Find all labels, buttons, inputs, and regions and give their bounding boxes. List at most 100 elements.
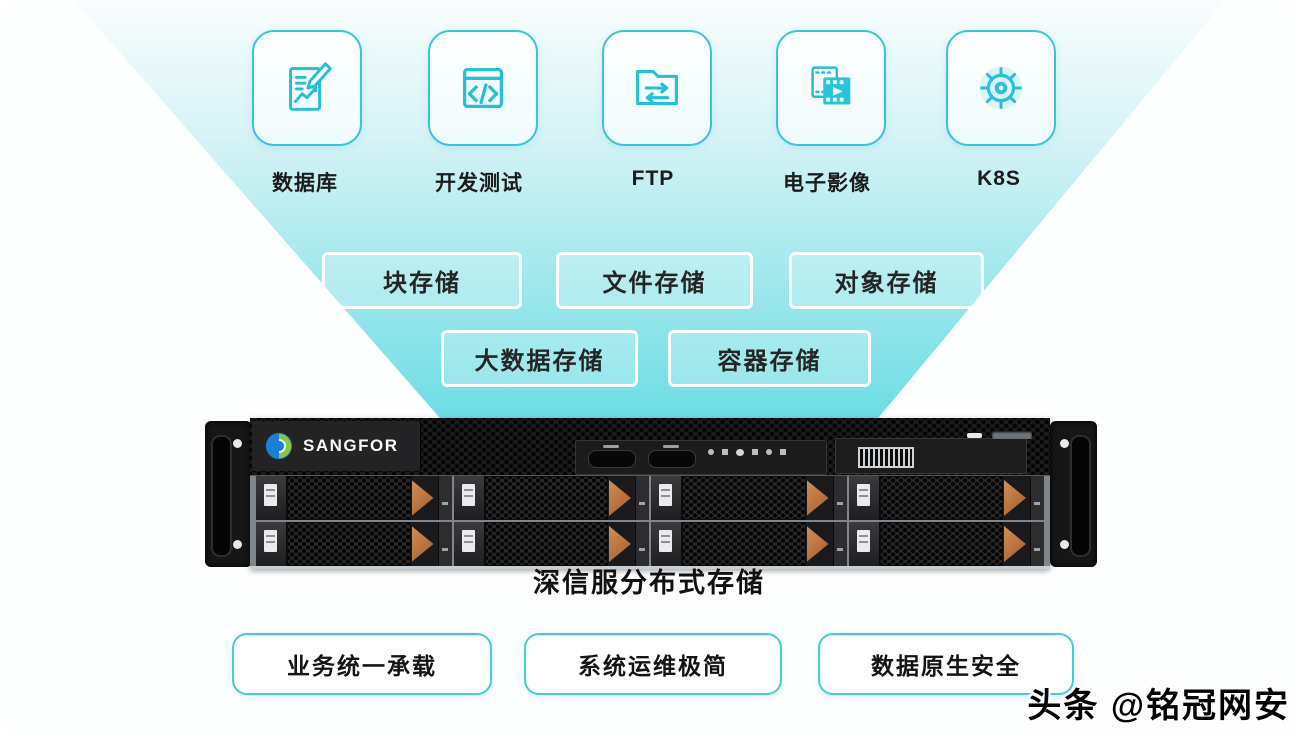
code-window-icon [462, 67, 504, 109]
led-indicator [736, 449, 744, 456]
storage-pill-object: 对象存储 [789, 252, 984, 309]
usb-port [588, 445, 636, 468]
drive-rail [651, 522, 682, 566]
drive-latch-wedge [410, 476, 438, 520]
drive-bay [848, 522, 1044, 566]
workload-card-k8s [946, 30, 1056, 146]
workload-label-database: 数据库 [272, 172, 338, 195]
drive-latch-wedge [1003, 522, 1030, 566]
screw-hole [1060, 439, 1069, 448]
drive-sticker [659, 530, 672, 552]
watermark-text: 头条 @铭冠网安 [1027, 687, 1290, 725]
front-io-panel [575, 440, 827, 475]
drive-rail [453, 476, 485, 520]
barcode-label [858, 447, 914, 468]
led-indicator [752, 449, 758, 455]
drive-sticker [264, 530, 277, 552]
product-caption: 深信服分布式存储 [533, 568, 765, 598]
drive-latch [832, 476, 847, 520]
drive-mesh [484, 476, 608, 520]
drive-rail [848, 476, 880, 520]
drive-mesh [879, 476, 1003, 520]
power-led [967, 433, 982, 438]
drive-latch-wedge [1003, 476, 1030, 520]
drive-latch-wedge [608, 522, 635, 566]
screw-hole [233, 439, 242, 448]
helm-target-icon [979, 66, 1023, 110]
led-indicator [780, 449, 786, 455]
brand-plate: SANGFOR [252, 421, 420, 471]
drive-mesh [682, 476, 806, 520]
drive-mesh [287, 476, 411, 520]
drive-latch [635, 522, 649, 566]
drive-rail [453, 522, 485, 566]
sangfor-logo-icon [265, 432, 293, 460]
drive-bay [651, 522, 847, 566]
workload-label-ftp: FTP [631, 167, 675, 190]
drive-latch [437, 476, 452, 520]
drive-bay [848, 476, 1044, 520]
document-pen-icon [289, 62, 332, 111]
led-indicator [708, 449, 714, 455]
workload-label-devtest: 开发测试 [435, 172, 523, 195]
drive-latch-wedge [805, 476, 833, 520]
storage-pill-container: 容器存储 [668, 330, 871, 387]
drive-sticker [264, 484, 277, 506]
storage-pill-bigdata: 大数据存储 [441, 330, 638, 387]
drive-sticker [461, 530, 475, 552]
rack-ear-right [1050, 421, 1097, 567]
drive-sticker [856, 484, 870, 506]
drive-rail [256, 522, 287, 566]
drive-latch [832, 522, 847, 566]
led-indicator [722, 449, 728, 455]
drive-mesh [287, 522, 411, 566]
workload-card-eimaging [776, 30, 886, 146]
drive-bay [453, 476, 649, 520]
server-appliance: SANGFOR [205, 418, 1097, 569]
rack-handle-left [211, 435, 232, 557]
drive-bay [256, 522, 452, 566]
service-tag-panel [835, 438, 1027, 474]
storage-pill-file: 文件存储 [556, 252, 753, 309]
workload-card-devtest [428, 30, 538, 146]
workload-card-ftp [602, 30, 712, 146]
drive-latch [1030, 522, 1044, 566]
benefit-pill-simple-ops: 系统运维极简 [524, 633, 782, 695]
status-led-row [708, 449, 786, 456]
screw-hole [233, 540, 242, 549]
drive-latch [1030, 476, 1044, 520]
drive-mesh [879, 522, 1003, 566]
folder-transfer-icon [636, 69, 678, 106]
workload-label-eimaging: 电子影像 [783, 172, 871, 195]
drive-mesh [682, 522, 806, 566]
benefit-pill-unified-workload: 业务统一承载 [232, 633, 492, 695]
workload-label-k8s: K8S [977, 167, 1021, 190]
benefit-pill-native-security: 数据原生安全 [818, 633, 1074, 695]
led-indicator [766, 449, 772, 455]
drive-sticker [659, 484, 672, 506]
drive-bay [651, 476, 847, 520]
screw-hole [1060, 540, 1069, 549]
usb-port [648, 445, 696, 468]
drive-bay-grid [250, 476, 1050, 566]
brand-text: SANGFOR [303, 436, 399, 455]
drive-latch-wedge [410, 522, 438, 566]
drive-latch [635, 476, 649, 520]
rack-handle-right [1070, 435, 1091, 557]
drive-rail [848, 522, 880, 566]
drive-sticker [856, 530, 870, 552]
server-chassis: SANGFOR [250, 418, 1050, 569]
drive-bay [453, 522, 649, 566]
front-slot [992, 431, 1032, 439]
drive-sticker [461, 484, 475, 506]
rack-ear-left [205, 421, 252, 567]
drive-rail [256, 476, 287, 520]
server-top-panel: SANGFOR [250, 418, 1050, 476]
drive-latch [437, 522, 452, 566]
drive-rail [651, 476, 682, 520]
drive-latch-wedge [608, 476, 635, 520]
film-play-icon [811, 66, 851, 105]
drive-bay [256, 476, 452, 520]
drive-latch-wedge [805, 522, 833, 566]
